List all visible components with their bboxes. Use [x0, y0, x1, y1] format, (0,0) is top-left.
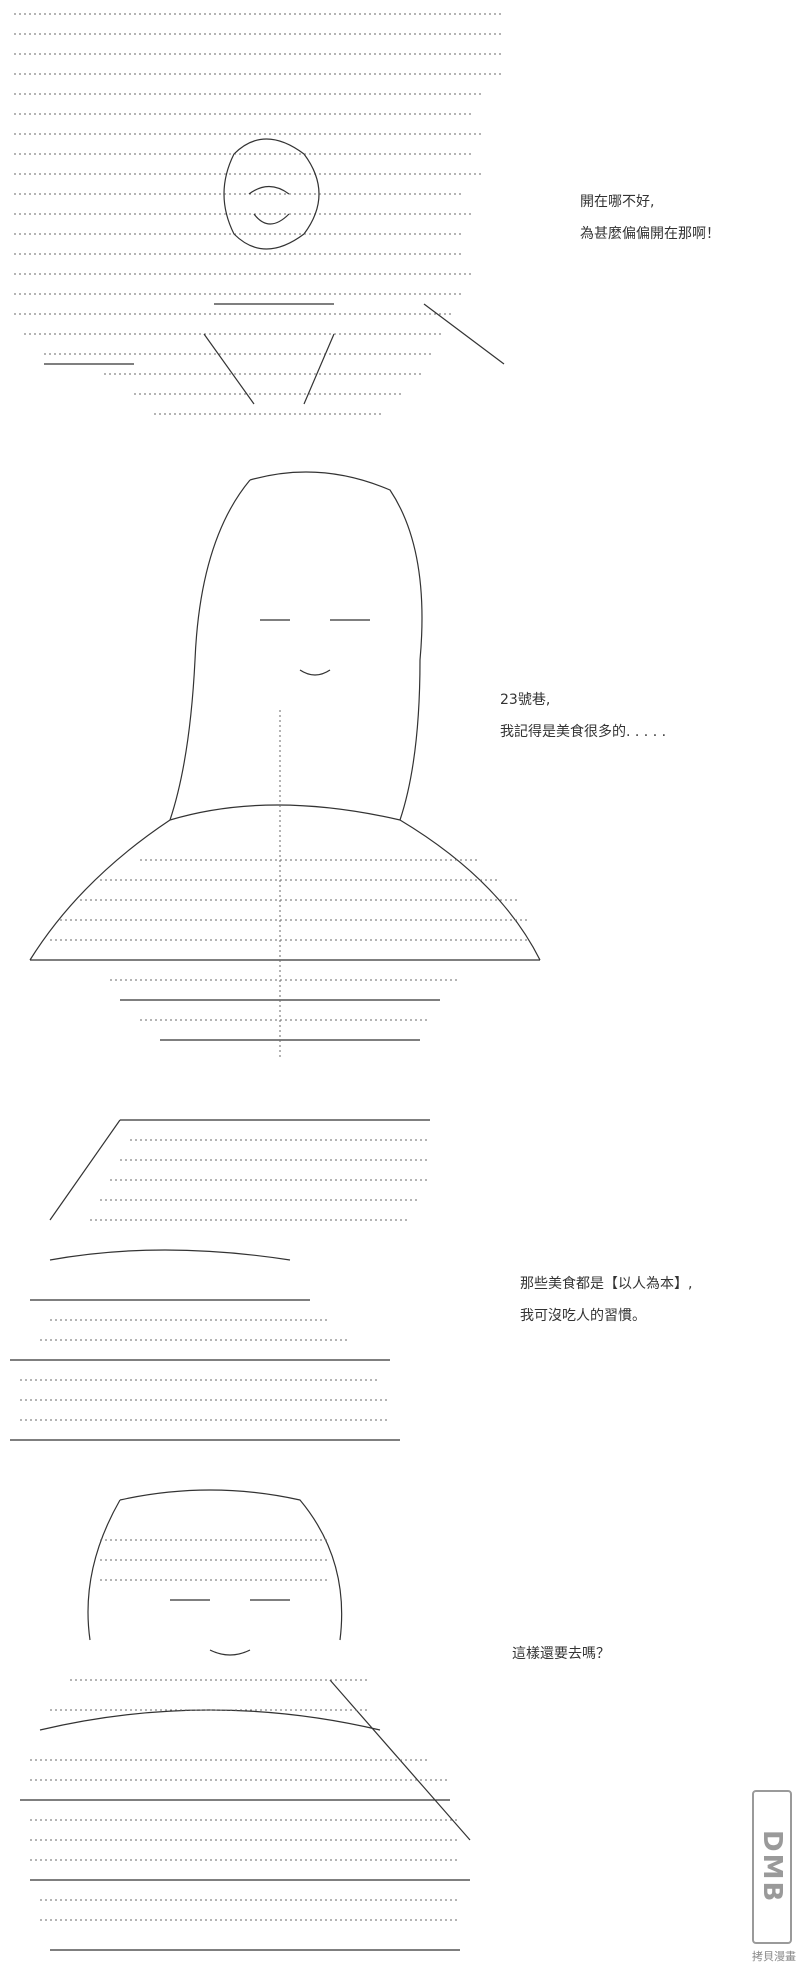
- ascii-art-figure-1: [4, 4, 524, 434]
- caption-line: 我可沒吃人的習慣。: [520, 1308, 646, 1324]
- ascii-art-figure-3: [10, 1100, 430, 1460]
- caption-line: 23號巷,: [500, 692, 551, 708]
- caption-line: 這樣還要去嗎？: [512, 1646, 610, 1662]
- caption-line: 那些美食都是【以人為本】,: [520, 1276, 693, 1292]
- caption-line: 開在哪不好,: [580, 194, 655, 210]
- caption-panel-2: 23號巷, 我記得是美食很多的. . . . .: [500, 684, 666, 748]
- panel-3: 那些美食都是【以人為本】, 我可沒吃人的習慣。: [0, 1080, 800, 1470]
- caption-line: 我記得是美食很多的. . . . .: [500, 724, 667, 740]
- ascii-art-figure-4: [10, 1480, 490, 1960]
- dmb-logo: DMB: [752, 1790, 792, 1944]
- ascii-art-figure-2: [20, 460, 560, 1060]
- caption-panel-1: 開在哪不好, 為甚麼偏偏開在那啊！: [580, 186, 720, 250]
- watermark-site: 拷貝漫畫: [752, 1950, 796, 1963]
- caption-line: 為甚麼偏偏開在那啊！: [580, 226, 720, 242]
- panel-4: 這樣還要去嗎？ DMB 拷貝漫畫: [0, 1470, 800, 1970]
- watermark: DMB 拷貝漫畫: [752, 1790, 796, 1964]
- panel-1: 開在哪不好, 為甚麼偏偏開在那啊！: [0, 0, 800, 440]
- panel-2: 23號巷, 我記得是美食很多的. . . . .: [0, 440, 800, 1080]
- caption-panel-4: 這樣還要去嗎？: [512, 1638, 610, 1670]
- caption-panel-3: 那些美食都是【以人為本】, 我可沒吃人的習慣。: [520, 1268, 692, 1332]
